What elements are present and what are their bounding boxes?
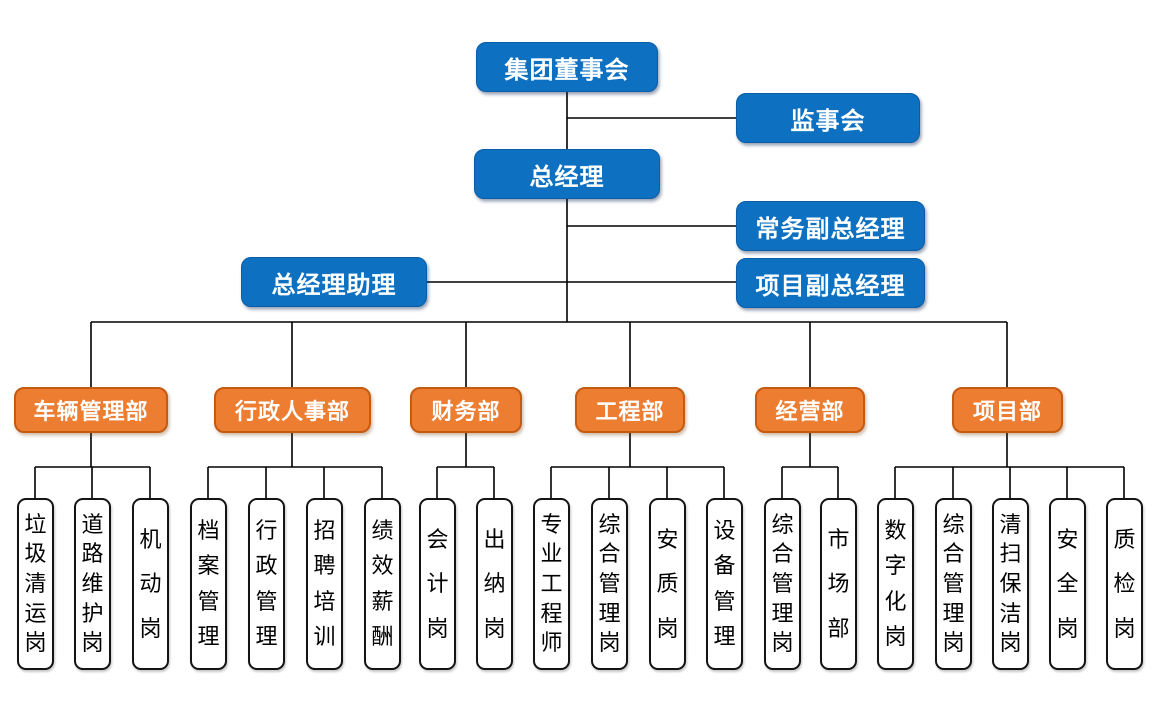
- post-market-label: 市场部: [827, 526, 850, 641]
- node-dept-finance: 财务部: [410, 387, 522, 433]
- node-gm-assistant: 总经理助理: [241, 257, 427, 307]
- node-general-manager: 总经理: [474, 149, 660, 199]
- post-mobile: 机动岗: [132, 498, 169, 670]
- post-general-management-biz-label: 综合管理岗: [771, 511, 794, 656]
- node-supervisory-label: 监事会: [790, 107, 866, 135]
- post-quality-inspection-label: 质检岗: [1113, 526, 1136, 641]
- post-general-management-proj-label: 综合管理岗: [942, 511, 965, 656]
- post-equipment-management-label: 设备管理: [713, 517, 736, 650]
- node-dept-vehicle-management: 车辆管理部: [14, 387, 168, 433]
- node-dept-project-label: 项目部: [972, 399, 1042, 424]
- post-cleaning: 清扫保洁岗: [992, 498, 1029, 670]
- post-general-management-biz: 综合管理岗: [764, 498, 801, 670]
- connector-path: [34, 92, 1125, 498]
- node-exec-deputy-gm-label: 常务副总经理: [755, 215, 906, 243]
- node-general-manager-label: 总经理: [529, 163, 605, 191]
- post-accounting: 会计岗: [419, 498, 456, 670]
- node-dept-admin-hr-label: 行政人事部: [234, 399, 350, 424]
- node-dept-finance-label: 财务部: [431, 399, 501, 424]
- post-general-management-eng: 综合管理岗: [591, 498, 628, 670]
- post-cleaning-label: 清扫保洁岗: [999, 511, 1022, 656]
- post-general-management-eng-label: 综合管理岗: [598, 511, 621, 656]
- post-professional-engineer: 专业工程师: [533, 498, 570, 670]
- post-market: 市场部: [820, 498, 857, 670]
- post-performance-compensation: 绩效薪酬: [364, 498, 401, 670]
- node-project-deputy-gm: 项目副总经理: [736, 258, 925, 308]
- post-recruitment-training-label: 招聘培训: [313, 517, 336, 650]
- post-administration-management-label: 行政管理: [255, 517, 278, 650]
- post-quality-inspection: 质检岗: [1106, 498, 1143, 670]
- node-dept-business-label: 经营部: [775, 399, 845, 424]
- node-supervisory: 监事会: [736, 93, 920, 143]
- node-gm-assistant-label: 总经理助理: [271, 271, 397, 299]
- post-cashier: 出纳岗: [476, 498, 513, 670]
- node-board-label: 集团董事会: [504, 56, 630, 84]
- post-mobile-label: 机动岗: [139, 526, 162, 641]
- post-safety-label: 安全岗: [1056, 526, 1079, 641]
- node-dept-vehicle-management-label: 车辆管理部: [33, 399, 149, 424]
- post-administration-management: 行政管理: [248, 498, 285, 670]
- post-recruitment-training: 招聘培训: [306, 498, 343, 670]
- post-digitalization-label: 数字化岗: [884, 517, 907, 650]
- post-garbage-collection-label: 垃圾清运岗: [24, 511, 47, 656]
- post-professional-engineer-label: 专业工程师: [540, 511, 563, 656]
- post-safety-quality-label: 安质岗: [656, 526, 679, 641]
- post-road-maintenance-label: 道路维护岗: [81, 511, 104, 656]
- node-dept-engineering: 工程部: [575, 387, 685, 433]
- post-archives-management-label: 档案管理: [197, 517, 220, 650]
- post-general-management-proj: 综合管理岗: [935, 498, 972, 670]
- post-performance-compensation-label: 绩效薪酬: [371, 517, 394, 650]
- post-safety: 安全岗: [1049, 498, 1086, 670]
- node-dept-business: 经营部: [755, 387, 865, 433]
- post-equipment-management: 设备管理: [706, 498, 743, 670]
- post-archives-management: 档案管理: [190, 498, 227, 670]
- post-garbage-collection: 垃圾清运岗: [17, 498, 54, 670]
- node-dept-project: 项目部: [952, 387, 1063, 433]
- node-board: 集团董事会: [476, 42, 658, 92]
- node-dept-engineering-label: 工程部: [595, 399, 665, 424]
- node-exec-deputy-gm: 常务副总经理: [736, 201, 925, 251]
- node-project-deputy-gm-label: 项目副总经理: [755, 272, 906, 300]
- node-dept-admin-hr: 行政人事部: [214, 387, 371, 433]
- post-cashier-label: 出纳岗: [483, 526, 506, 641]
- post-accounting-label: 会计岗: [426, 526, 449, 641]
- post-safety-quality: 安质岗: [649, 498, 686, 670]
- post-road-maintenance: 道路维护岗: [74, 498, 111, 670]
- post-digitalization: 数字化岗: [877, 498, 914, 670]
